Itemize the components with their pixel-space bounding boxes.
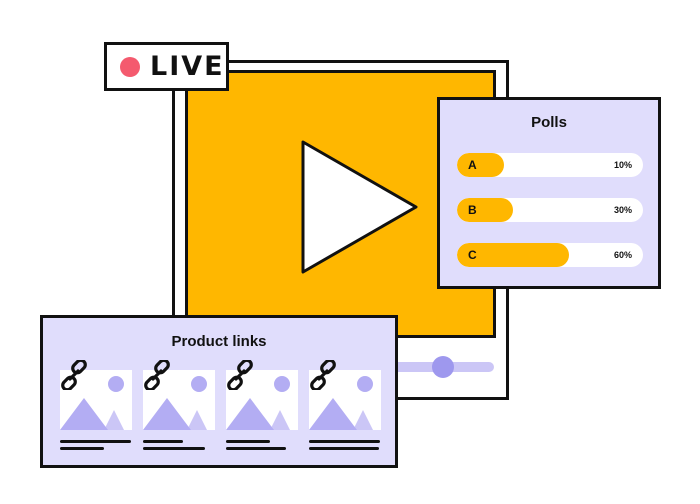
product-caption-line: [60, 447, 104, 450]
live-indicator-dot: [120, 56, 140, 77]
link-icon[interactable]: [142, 360, 172, 390]
poll-option-b[interactable]: B 30%: [457, 198, 643, 222]
product-link-card[interactable]: [143, 360, 215, 450]
seek-bar-handle[interactable]: [432, 356, 454, 378]
poll-option-label: B: [468, 203, 477, 217]
poll-option-percent: 10%: [613, 160, 632, 170]
live-badge: LIVE: [104, 42, 229, 91]
product-caption-line: [309, 447, 379, 450]
product-links-title: Product links: [171, 333, 267, 350]
polls-panel: Polls A 10% B 30% C 60%: [437, 97, 661, 289]
product-caption-line: [226, 440, 270, 443]
link-icon[interactable]: [308, 360, 338, 390]
image-placeholder-icon: [309, 370, 381, 430]
product-caption-line: [309, 440, 380, 443]
product-link-card[interactable]: [60, 360, 132, 450]
image-placeholder-icon: [143, 370, 215, 430]
product-link-card[interactable]: [309, 360, 381, 450]
poll-option-c[interactable]: C 60%: [457, 243, 643, 267]
poll-option-bar: [457, 153, 504, 177]
polls-title: Polls: [531, 114, 567, 131]
poll-option-percent: 60%: [613, 250, 632, 260]
poll-option-percent: 30%: [613, 205, 632, 215]
poll-option-bar: [457, 198, 513, 222]
poll-option-bar: [457, 243, 569, 267]
image-placeholder-icon: [60, 370, 132, 430]
product-links-panel: Product links: [40, 315, 398, 468]
product-caption-line: [60, 440, 131, 443]
product-caption-line: [143, 447, 205, 450]
poll-option-label: C: [468, 248, 477, 262]
play-icon[interactable]: [296, 136, 422, 278]
poll-option-label: A: [468, 158, 477, 172]
product-caption-line: [143, 440, 183, 443]
link-icon[interactable]: [225, 360, 255, 390]
product-caption-line: [226, 447, 286, 450]
product-link-card[interactable]: [226, 360, 298, 450]
link-icon[interactable]: [59, 360, 89, 390]
live-label: LIVE: [150, 51, 225, 82]
image-placeholder-icon: [226, 370, 298, 430]
poll-option-a[interactable]: A 10%: [457, 153, 643, 177]
